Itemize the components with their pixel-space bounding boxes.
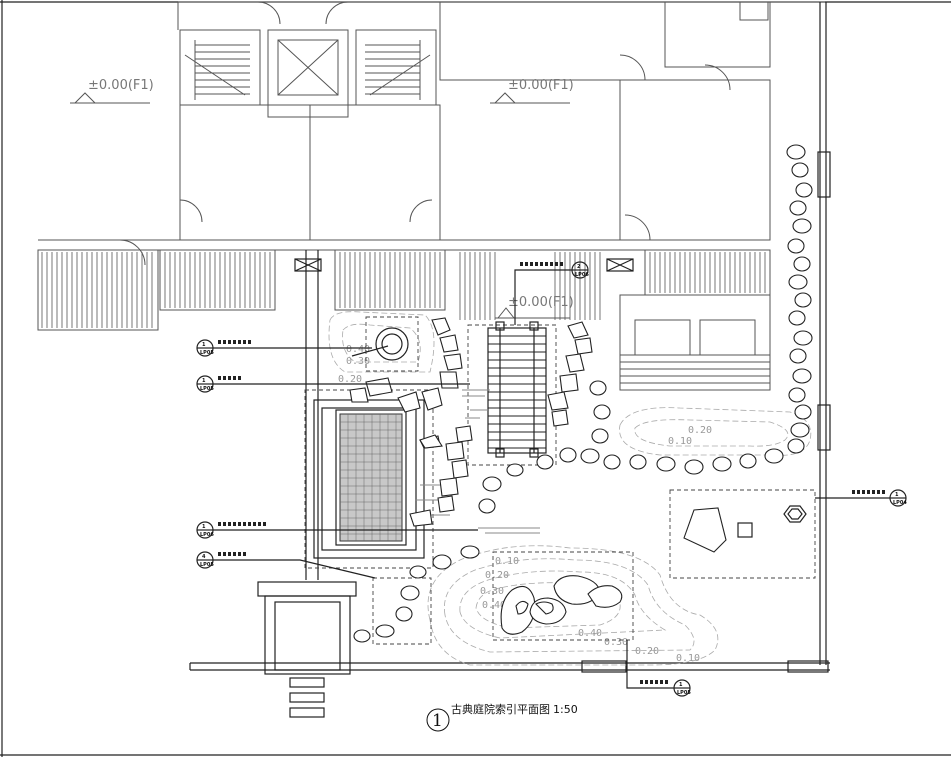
callout-4: 4 LP05 xyxy=(196,551,376,579)
svg-text:2: 2 xyxy=(577,264,581,270)
contour-label: 0.10 xyxy=(495,556,519,567)
contour-label: 0.20 xyxy=(688,425,712,436)
contour-label: 0.10 xyxy=(668,436,692,447)
stream-rocks xyxy=(349,317,593,527)
contour-label: 0.20 xyxy=(635,646,659,657)
contour-label: 0.40 xyxy=(578,628,602,639)
entry-gate xyxy=(257,581,357,718)
contour-label: 0.20 xyxy=(485,570,509,581)
balcony-railing-hatch xyxy=(41,252,766,328)
svg-text:LP06: LP06 xyxy=(200,532,214,538)
contour-label: 0.30 xyxy=(604,637,628,648)
contour-label: 0.40 xyxy=(346,344,370,355)
svg-text:LP05: LP05 xyxy=(200,350,214,356)
boundary-wall-right xyxy=(817,2,831,665)
building-outline xyxy=(37,1,825,580)
contours-right-oval xyxy=(619,407,812,456)
stream xyxy=(415,389,540,534)
drawing-title: 1 古典庭院索引平面图 1:50 xyxy=(426,702,578,732)
callout-7: 1 LP05 xyxy=(626,640,691,697)
level-f1-center: ±0.00(F1) xyxy=(508,295,574,310)
boundary-rocks xyxy=(786,144,813,438)
level-f1-left: ±0.00(F1) xyxy=(88,78,154,93)
stepping-stones xyxy=(353,380,805,643)
contour-label: 0.40 xyxy=(482,600,506,611)
svg-text:LP05: LP05 xyxy=(200,562,214,568)
title-number: 1 xyxy=(432,711,443,731)
title-name: 古典庭院索引平面图 xyxy=(451,702,550,716)
contour-label: 0.10 xyxy=(676,653,700,664)
contour-label: 0.30 xyxy=(346,356,370,367)
ac-unit-left xyxy=(294,258,322,272)
level-f1-right: ±0.00(F1) xyxy=(508,78,574,93)
level-marker-center: ±0.00(F1) xyxy=(495,295,574,319)
callout-6: 1 LP04 xyxy=(815,489,907,507)
level-marker-right: ±0.00(F1) xyxy=(490,78,574,104)
paved-basin xyxy=(304,389,434,569)
stone-lantern xyxy=(351,316,419,372)
callout-1-label-glyphs xyxy=(218,340,251,344)
scattered-rocks xyxy=(419,434,443,449)
stair-left xyxy=(184,40,250,100)
callout-3: 1 LP06 xyxy=(196,521,478,539)
contour-label: 0.20 xyxy=(338,374,362,385)
stone-path-area xyxy=(372,577,432,645)
rockery xyxy=(492,551,634,641)
svg-text:1: 1 xyxy=(202,524,206,530)
ac-unit-right xyxy=(606,258,634,272)
svg-text:1: 1 xyxy=(202,378,206,384)
contours-left-pond xyxy=(328,311,435,373)
callout-5: 2 LP06 xyxy=(514,261,589,325)
wooden-bridge xyxy=(467,321,557,466)
svg-text:1: 1 xyxy=(679,682,683,688)
stair-right xyxy=(365,40,431,100)
stone-feature-area xyxy=(669,489,816,579)
contours-rockery xyxy=(427,545,719,666)
callout-2: 1 LP05 xyxy=(196,375,470,393)
svg-text:1: 1 xyxy=(202,342,206,348)
svg-text:LP04: LP04 xyxy=(893,500,907,506)
svg-text:LP05: LP05 xyxy=(200,386,214,392)
contour-label: 0.30 xyxy=(480,586,504,597)
level-marker-left: ±0.00(F1) xyxy=(70,78,154,104)
svg-text:4: 4 xyxy=(202,554,206,560)
title-scale: 1:50 xyxy=(553,703,578,716)
svg-text:LP06: LP06 xyxy=(575,272,589,278)
svg-text:1: 1 xyxy=(895,492,899,498)
svg-text:LP05: LP05 xyxy=(677,690,691,696)
callout-1: 1 LP05 xyxy=(196,339,372,357)
